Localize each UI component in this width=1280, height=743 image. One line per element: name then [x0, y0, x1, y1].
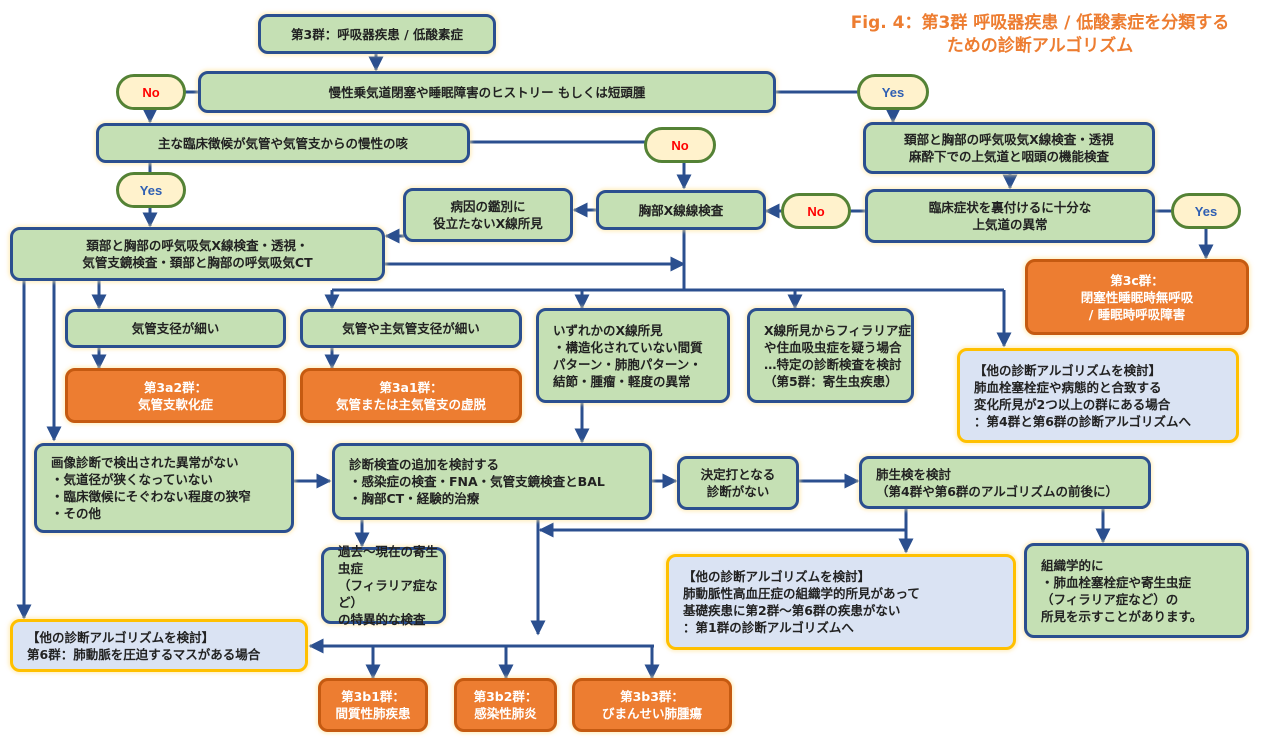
result-group-3b1: 第3b1群： 間質性肺疾患 — [318, 678, 428, 732]
note-group-6: 【他の診断アルゴリズムを検討】 第6群：肺動脈を圧迫するマスがある場合 — [10, 619, 308, 672]
node-parasite-suspect: X線所見からフィラリア症 や住血吸虫症を疑う場合 …特定の診断検査を検討 （第5… — [747, 308, 914, 403]
decision-yes-cough: Yes — [116, 172, 186, 208]
result-group-3a2: 第3a2群： 気管支軟化症 — [65, 368, 286, 423]
decision-yes-history: Yes — [857, 74, 929, 110]
decision-no-upper: No — [781, 193, 851, 229]
node-start: 第3群：呼吸器疾患 / 低酸素症 — [258, 14, 496, 54]
decision-no-history: No — [116, 74, 186, 110]
node-histology: 組織学的に ・肺血栓塞栓症や寄生虫症 （フィラリア症など）の 所見を示すことがあ… — [1024, 543, 1249, 638]
decision-no-cough: No — [644, 127, 716, 163]
figure-title: Fig. 4：第3群 呼吸器疾患 / 低酸素症を分類する ための診断アルゴリズム — [850, 13, 1230, 56]
node-upper-abnormal: 臨床症状を裏付けるに十分な 上気道の異常 — [865, 189, 1155, 243]
node-history: 慢性乗気道閉塞や睡眠障害のヒストリー もしくは短頭腫 — [198, 71, 776, 113]
decision-yes-upper: Yes — [1171, 193, 1241, 229]
node-additional-tests: 診断検査の追加を検討する ・感染症の検査・FNA・気管支鏡検査とBAL ・胸部C… — [332, 443, 652, 520]
note-group-1: 【他の診断アルゴリズムを検討】 肺動脈性高血圧症の組織学的所見があって 基礎疾患… — [666, 554, 1016, 650]
result-group-3b2: 第3b2群： 感染性肺炎 — [454, 678, 557, 732]
note-group-4-6: 【他の診断アルゴリズムを検討】 肺血栓塞栓症や病態的と合致する 変化所見が2つ以… — [957, 348, 1239, 443]
result-group-3c: 第3c群： 閉塞性睡眠時無呼吸 / 睡眠時呼吸障害 — [1025, 259, 1249, 335]
node-lung-biopsy: 肺生検を検討 （第4群や第6群のアルゴリズムの前後に） — [859, 456, 1151, 509]
result-group-3b3: 第3b3群： びまんせい肺腫瘍 — [572, 678, 732, 732]
result-group-3a1: 第3a1群： 気管または主気管支の虚脱 — [300, 368, 522, 423]
node-bronchi-narrow: 気管支径が細い — [65, 309, 286, 348]
node-airway-exam: 頚部と胸部の呼気吸気X線検査・透視・ 気管支鏡検査・頚部と胸部の呼気吸気CT — [10, 227, 385, 281]
node-no-abnormality: 画像診断で検出された異常がない ・気道径が狭くなっていない ・臨床徴候にそぐわな… — [34, 443, 294, 533]
node-upper-exam: 頚部と胸部の呼気吸気X線検査・透視 麻酔下での上気道と咽頭の機能検査 — [863, 122, 1155, 174]
node-parasite-test: 過去～現在の寄生虫症 （フィラリア症など） の特異的な検査 — [321, 544, 446, 627]
node-chest-xray: 胸部X線線検査 — [596, 190, 766, 230]
node-xray-findings: いずれかのX線所見 ・構造化されていない間質 パターン・肺胞パターン・ 結節・腫… — [536, 308, 730, 403]
node-trachea-narrow: 気管や主気管支径が細い — [300, 309, 522, 348]
node-xray-not-helpful: 病因の鑑別に 役立たないX線所見 — [403, 188, 573, 242]
node-cough: 主な臨床徴候が気管や気管支からの慢性の咳 — [96, 123, 470, 163]
node-no-definitive: 決定打となる 診断がない — [677, 456, 799, 510]
